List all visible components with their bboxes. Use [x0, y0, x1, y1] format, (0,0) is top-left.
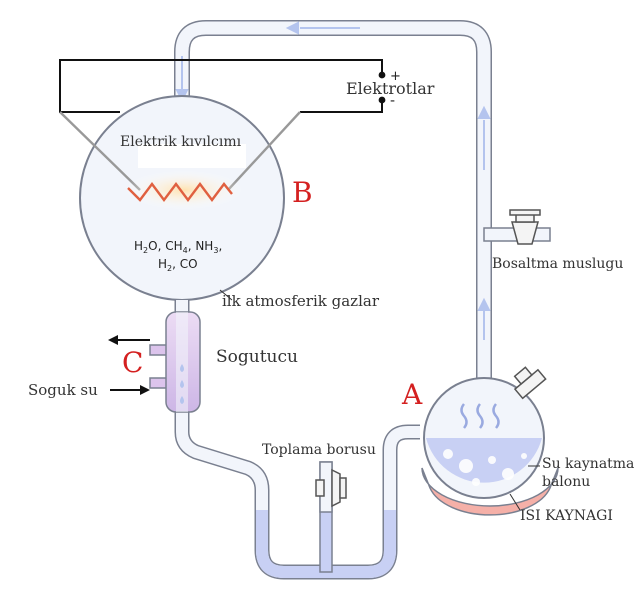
spark-label: Elektrik kıvılcımı: [120, 134, 242, 150]
collection-tube-label: Toplama borusu: [262, 442, 376, 458]
condenser-label: Sogutucu: [216, 347, 298, 367]
spark-zigzag: [127, 182, 233, 202]
leader-lines: [219, 289, 540, 511]
heat-source: [421, 467, 559, 516]
letter-c: C: [122, 346, 143, 379]
boiling-flask-label-2: balonu: [542, 474, 590, 490]
heat-source-label: ISI KAYNAGI: [520, 508, 613, 524]
collection-valve: [315, 468, 347, 508]
drain-valve: [483, 209, 551, 245]
boiling-flask-label-1: Su kaynatma: [542, 456, 634, 472]
atmosphere-label: ilk atmosferik gazlar: [222, 292, 380, 310]
lower-tube: [174, 300, 420, 580]
gases-formula-line1: H2O, CH4, NH3,: [134, 239, 222, 255]
condenser: [108, 311, 201, 413]
plus-sign: +: [390, 69, 401, 84]
drain-valve-label: Bosaltma muslugu: [492, 256, 623, 272]
gases-formula-line2: H2, CO: [158, 257, 198, 273]
letter-b: B: [292, 176, 313, 209]
flow-arrows: [175, 21, 491, 340]
electrodes-label: Elektrotlar: [346, 79, 435, 98]
cold-water-label: Soguk su: [28, 381, 98, 399]
electrode-wires: [59, 59, 386, 113]
reaction-sphere: [59, 95, 301, 301]
top-return-tube: [174, 20, 492, 385]
minus-sign: -: [390, 93, 395, 109]
letter-a: A: [401, 378, 423, 411]
boiling-flask: [423, 366, 547, 499]
